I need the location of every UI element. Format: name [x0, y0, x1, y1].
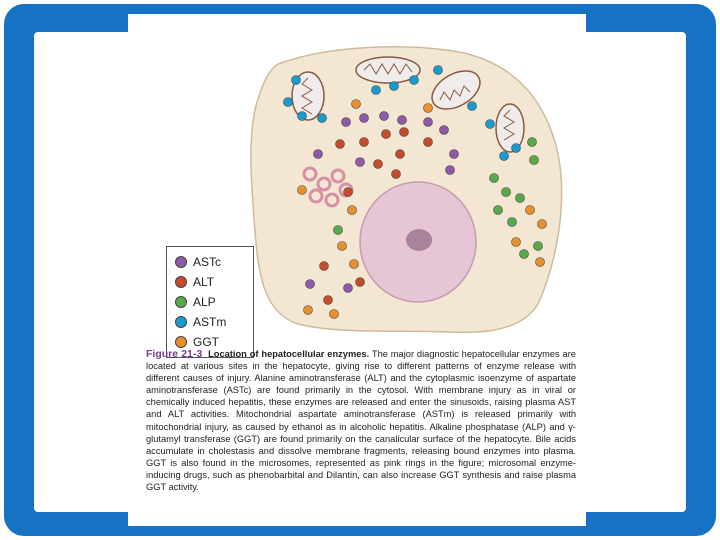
legend-item-alp: ALP [175, 294, 216, 310]
astc-dots [305, 111, 459, 293]
legend-label: ASTm [193, 315, 227, 329]
astc-swatch [175, 256, 187, 268]
ggt-dots [297, 99, 547, 319]
astm-dots [283, 65, 521, 161]
legend-item-astc: ASTc [175, 254, 221, 270]
figure-caption: Figure 21-3 Location of hepatocellular e… [146, 348, 576, 493]
legend-item-ggt: GGT [175, 334, 219, 350]
microsome-ring [330, 168, 346, 184]
figure-title: Location of hepatocellular enzymes. [208, 349, 370, 359]
mitochondrion [495, 103, 525, 153]
astm-swatch [175, 316, 187, 328]
alp-swatch [175, 296, 187, 308]
legend-label: ASTc [193, 255, 222, 269]
microsome-ring [308, 188, 324, 204]
microsome-ring [316, 176, 332, 192]
alp-dots [333, 137, 543, 259]
enzyme-legend: ASTc ALT ALP ASTm GGT [166, 246, 254, 358]
hepatocyte-diagram [250, 46, 563, 334]
legend-label: GGT [193, 335, 219, 349]
mitochondrion [431, 70, 481, 110]
figure-page: ASTc ALT ALP ASTm GGT Figure 21-3 Locati… [128, 14, 586, 526]
legend-label: ALP [193, 295, 216, 309]
microsome-ring [324, 192, 340, 208]
legend-item-astm: ASTm [175, 314, 226, 330]
figure-label: Figure 21-3 [146, 348, 203, 360]
mitochondrion [355, 56, 421, 84]
mitochondria [291, 56, 525, 153]
ggt-swatch [175, 336, 187, 348]
legend-item-alt: ALT [175, 274, 214, 290]
nucleolus [406, 229, 432, 251]
alt-dots [319, 127, 433, 305]
alt-swatch [175, 276, 187, 288]
mitochondrion [291, 71, 325, 121]
legend-label: ALT [193, 275, 215, 289]
mitochondrial-cristae [301, 63, 515, 141]
caption-body: The major diagnostic hepatocellular enzy… [146, 349, 576, 493]
microsome-ring [302, 166, 318, 182]
enzyme-dots [283, 65, 547, 319]
